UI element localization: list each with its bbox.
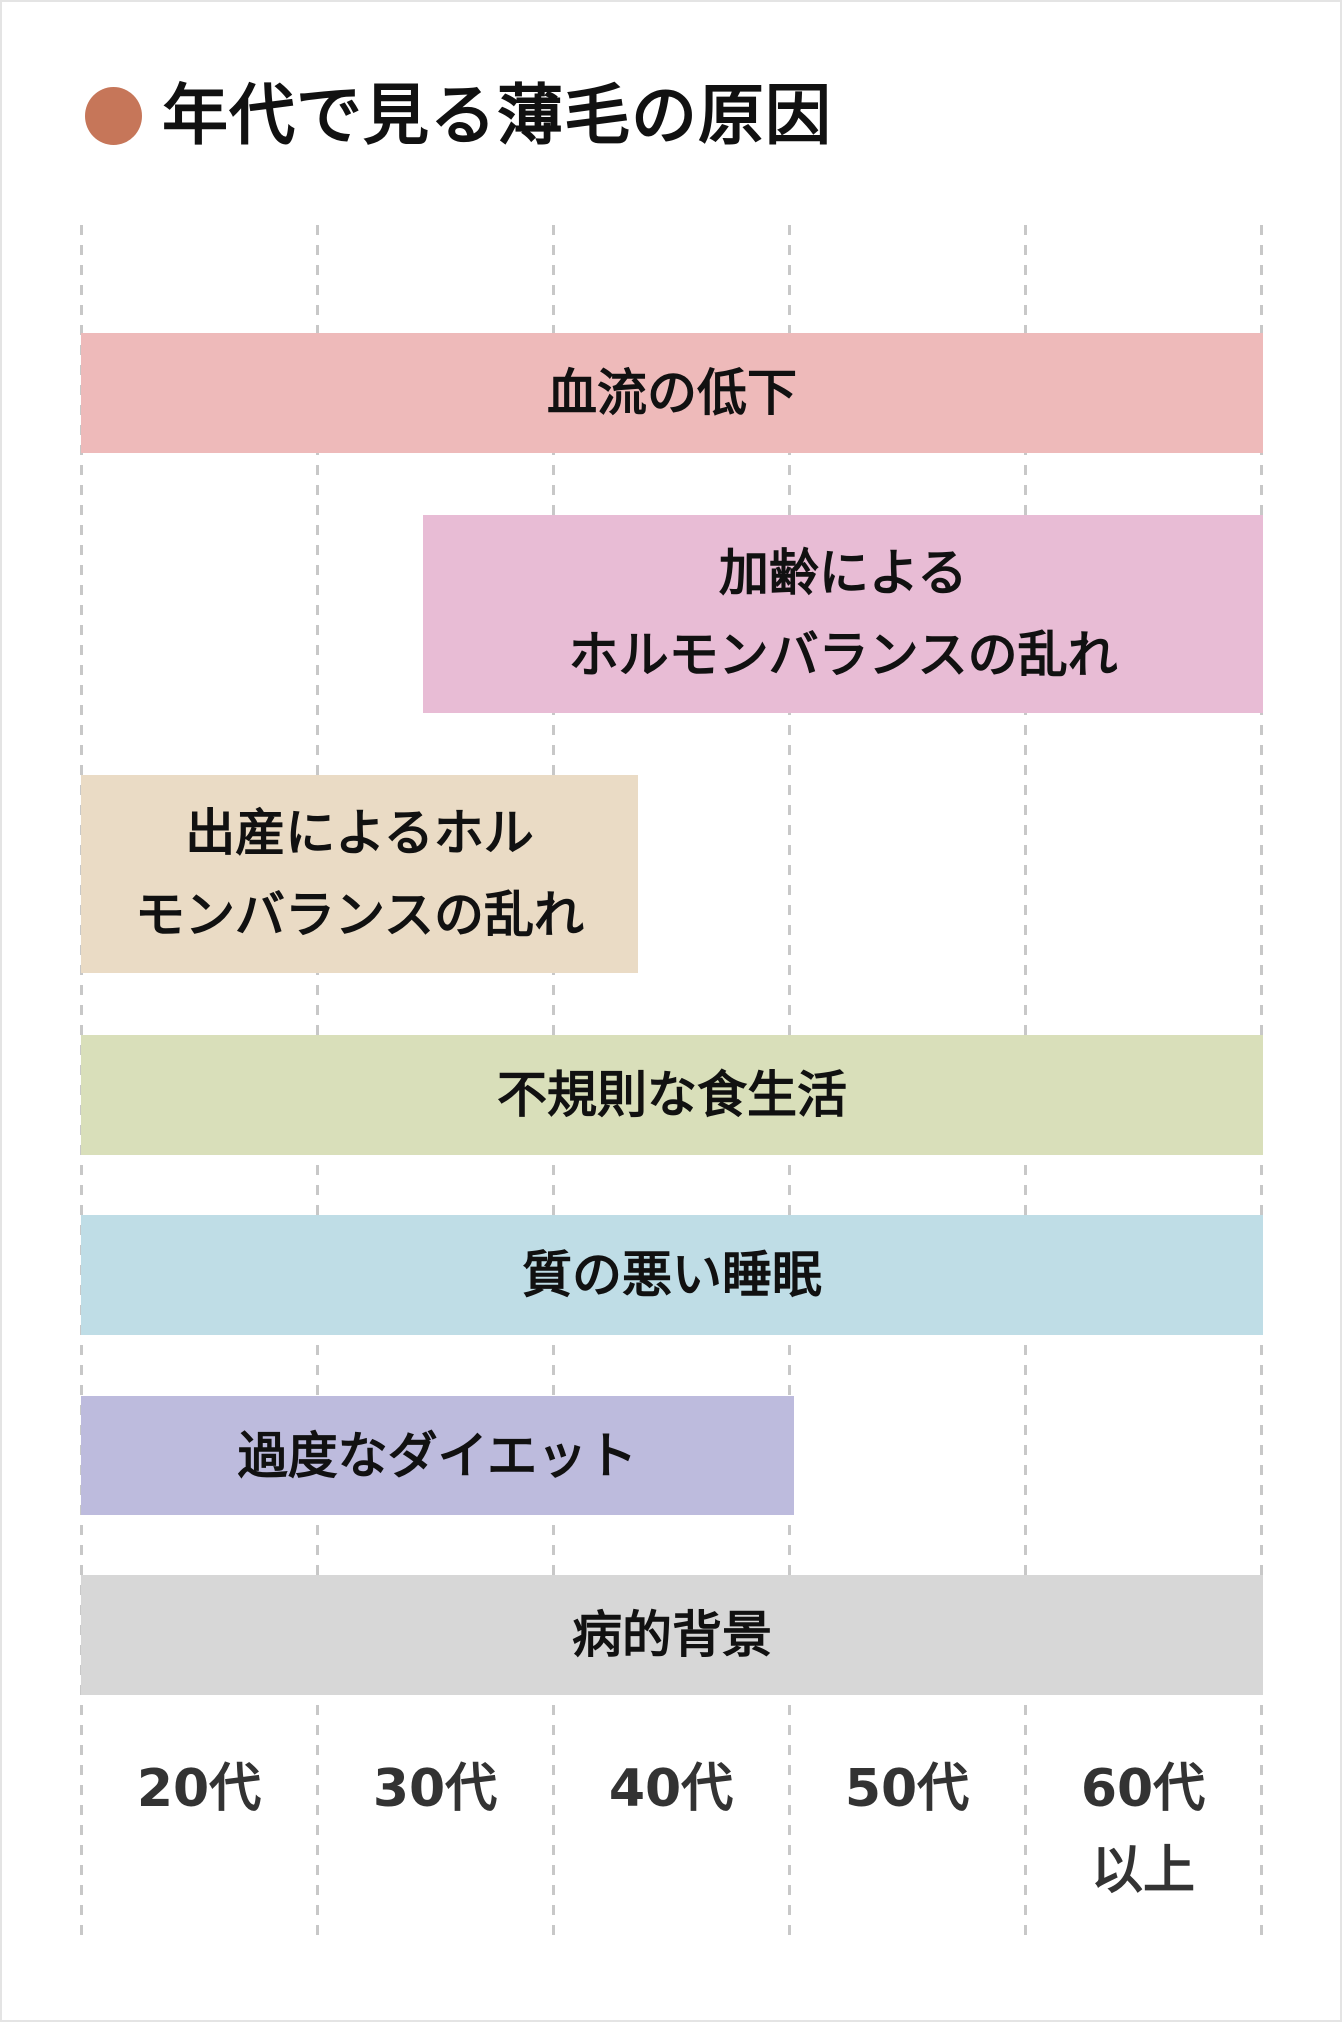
range-bar: 加齢による ホルモンバランスの乱れ — [423, 515, 1263, 713]
range-bar: 病的背景 — [81, 1575, 1263, 1695]
range-bar: 不規則な食生活 — [81, 1035, 1263, 1155]
bar-label: 不規則な食生活 — [497, 1066, 847, 1124]
x-axis-tick-label: 30代 — [372, 1759, 498, 1819]
chart-title-row: 年代で見る薄毛の原因 — [85, 80, 832, 152]
bar-label: 血流の低下 — [547, 364, 797, 422]
x-axis-tick-label: 20代 — [136, 1759, 262, 1819]
title-bullet-dot-icon — [85, 87, 142, 145]
bar-label: 病的背景 — [572, 1606, 772, 1664]
x-axis-tick-label: 40代 — [608, 1759, 734, 1819]
bar-label: 加齢による ホルモンバランスの乱れ — [568, 544, 1118, 684]
bar-label: 過度なダイエット — [237, 1426, 638, 1485]
bar-label: 質の悪い睡眠 — [522, 1246, 822, 1304]
range-bar: 過度なダイエット — [81, 1396, 794, 1515]
x-axis-tick-label: 60代 以上 — [1080, 1759, 1206, 1901]
bar-label: 出産によるホル モンバランスの乱れ — [134, 804, 584, 944]
chart-title: 年代で見る薄毛の原因 — [162, 77, 832, 154]
x-axis-tick-label: 50代 — [844, 1759, 970, 1819]
range-bar: 出産によるホル モンバランスの乱れ — [81, 775, 638, 973]
range-bar: 血流の低下 — [81, 333, 1263, 453]
range-bar: 質の悪い睡眠 — [81, 1215, 1263, 1335]
